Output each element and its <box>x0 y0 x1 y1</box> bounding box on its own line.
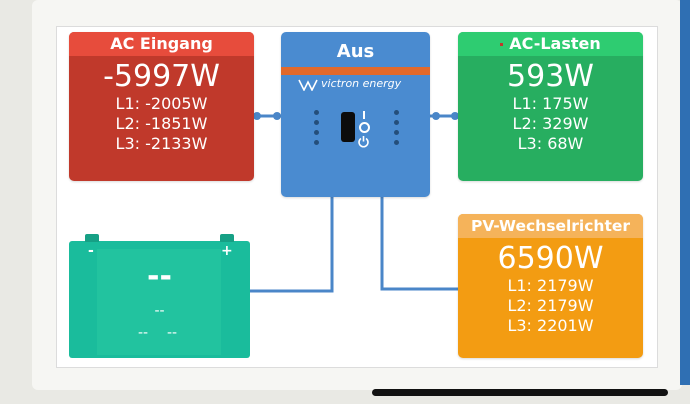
ac-input-l3: L3: -2133W <box>115 134 208 153</box>
ac-input-title: AC Eingang <box>69 32 254 56</box>
pv-inverter-box[interactable]: PV-Wechselrichter 6590W L1: 2179W L2: 21… <box>458 214 643 358</box>
pv-inverter-title: PV-Wechselrichter <box>458 214 643 238</box>
ac-loads-total: 593W <box>507 59 594 94</box>
ac-loads-l2: L2: 329W <box>512 114 589 133</box>
wire-inverter-battery <box>238 186 334 293</box>
battery-value: -- <box>147 259 172 294</box>
ac-input-l1: L1: -2005W <box>115 94 208 113</box>
pv-inverter-l2: L2: 2179W <box>507 296 594 315</box>
battery-inner <box>97 249 221 355</box>
pv-inverter-l3: L3: 2201W <box>507 316 594 335</box>
battery-minus-sign: - <box>88 243 94 259</box>
inverter-switch[interactable] <box>341 112 355 142</box>
battery-sub-right: -- <box>167 325 178 341</box>
battery-terminal-negative <box>85 234 99 242</box>
inverter-box[interactable]: Aus victron energy <box>281 32 430 197</box>
ac-input-box[interactable]: AC Eingang -5997W L1: -2005W L2: -1851W … <box>69 32 254 181</box>
ac-loads-box[interactable]: AC-Lasten 593W L1: 175W L2: 329W L3: 68W <box>458 32 643 181</box>
pv-inverter-l1: L1: 2179W <box>507 276 594 295</box>
victron-logo-icon <box>298 79 318 91</box>
inverter-brand: victron energy <box>321 77 402 90</box>
battery-box[interactable]: - + -- -- -- -- <box>69 234 250 358</box>
home-indicator[interactable] <box>372 389 668 396</box>
power-icon[interactable] <box>357 135 370 148</box>
inverter-status: Aus <box>336 41 375 62</box>
right-edge-bar <box>680 0 690 385</box>
wire-inverter-pv <box>380 186 470 291</box>
pv-inverter-total: 6590W <box>497 241 604 276</box>
indicator-dot-icon <box>500 43 504 46</box>
inverter-left-leds <box>314 110 320 150</box>
battery-plus-sign: + <box>221 243 233 259</box>
inverter-right-leds <box>394 110 400 150</box>
battery-sub-left: -- <box>138 325 149 341</box>
ac-loads-l3: L3: 68W <box>517 134 584 153</box>
ac-loads-title: AC-Lasten <box>458 32 643 56</box>
switch-on-mark <box>363 111 365 119</box>
ac-input-l2: L2: -1851W <box>115 114 208 133</box>
inverter-brand-strip <box>281 67 430 75</box>
battery-terminal-positive <box>220 234 234 242</box>
ac-input-total: -5997W <box>103 59 220 94</box>
battery-sub-value: -- <box>154 303 165 319</box>
switch-off-mark <box>359 122 370 133</box>
ac-loads-l1: L1: 175W <box>512 94 589 113</box>
